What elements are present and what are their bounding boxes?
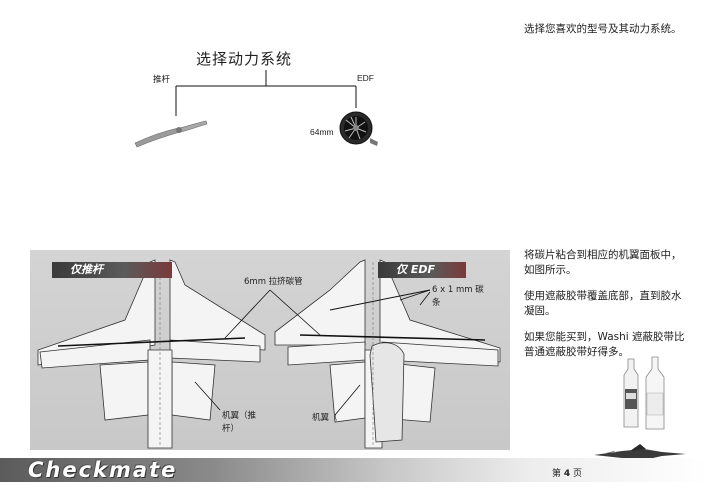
edf-wing-panel: [274, 259, 501, 449]
page-number-value: 4: [563, 469, 571, 479]
page-prefix: 第: [552, 469, 562, 479]
page-number: 第 4 页: [552, 466, 582, 479]
instruction-steps: 将碳片粘合到相应的机翼面板中，如图所示。 使用遮蔽胶带覆盖底部，直到胶水凝固。 …: [524, 248, 689, 371]
instruction-step: 如果您能买到，Washi 遮蔽胶带比普通遮蔽胶带好得多。: [524, 331, 685, 358]
page-suffix: 页: [573, 469, 583, 479]
wing-edf-callout: 机翼（: [312, 413, 338, 423]
instruction-step: 使用遮蔽胶带覆盖底部，直到胶水凝固。: [524, 290, 682, 317]
checkmate-logo: Checkmate: [28, 458, 178, 482]
power-system-title: 选择动力系统: [196, 50, 293, 68]
edf-size-label: 64mm: [310, 127, 334, 137]
instruction-step: 将碳片粘合到相应的机翼面板中，如图所示。: [524, 249, 682, 276]
edf-label: EDF: [357, 73, 374, 83]
carbon-strip-callout: 6 x 1 mm 碳条: [432, 285, 484, 308]
edf-fan-icon: [339, 111, 378, 146]
propeller-icon: [134, 120, 208, 148]
prop-only-tag: 仅推杆: [52, 262, 172, 278]
edf-only-tag: 仅 EDF: [378, 262, 466, 278]
propeller-label: 推杆: [153, 75, 171, 85]
footer-bar: [0, 458, 707, 482]
carbon-tube-callout: 6mm 拉挤碳管: [244, 277, 303, 287]
glue-bottles-image: [623, 356, 665, 430]
intro-text: 选择您喜欢的型号及其动力系统。: [524, 23, 682, 35]
wing-prop-callout: 机翼（推杆）: [222, 411, 257, 434]
wing-panels-drawing: [37, 259, 501, 449]
